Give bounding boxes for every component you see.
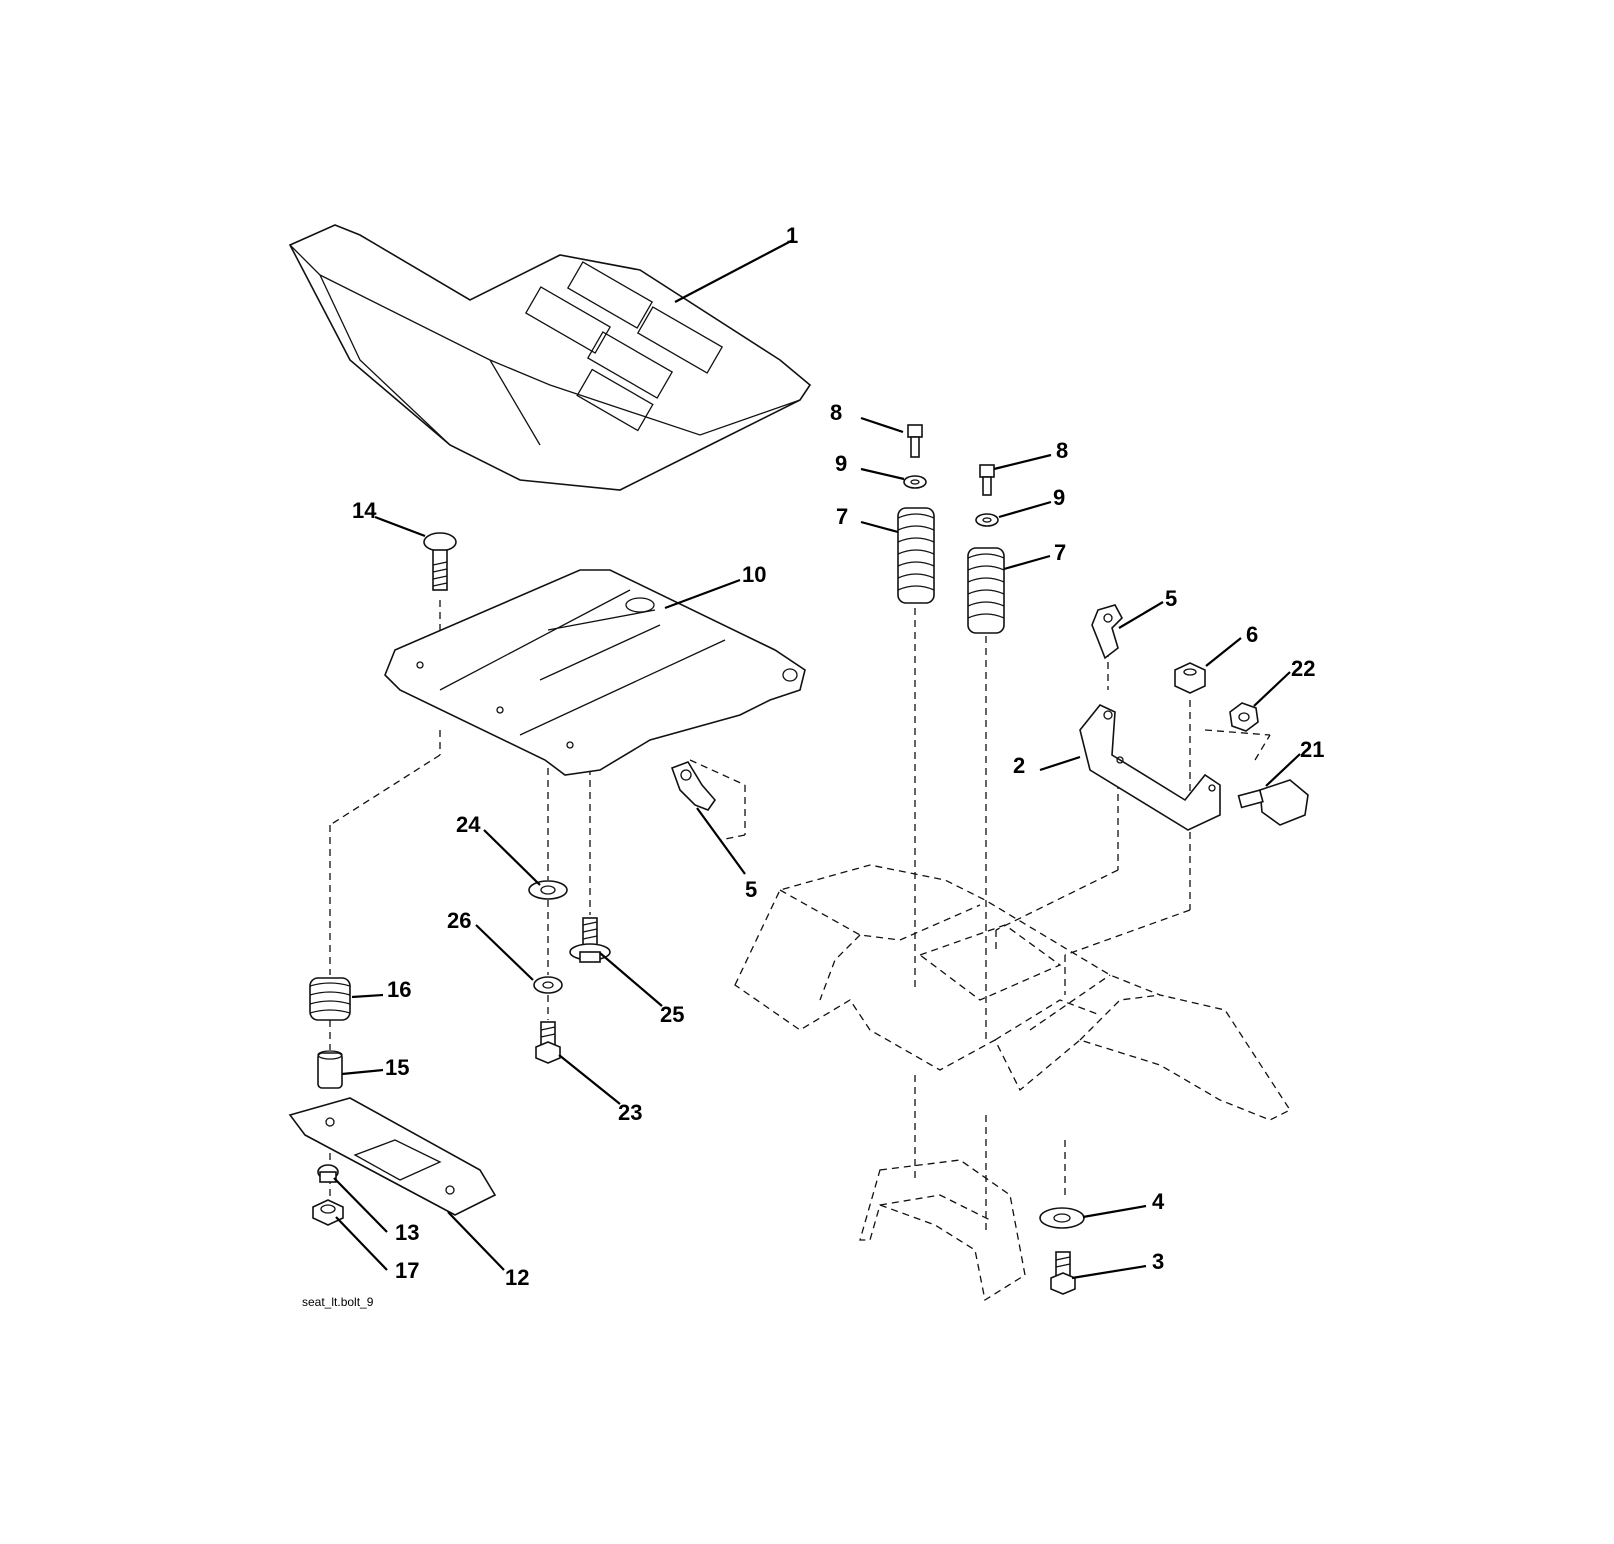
callout-labels: 1 14 10 8 9 7 8 9 7 5 6 22 21 2 5 24 26 … <box>302 223 1324 1309</box>
fender-outline <box>734 864 1291 1121</box>
callout-22: 22 <box>1291 656 1315 681</box>
callout-4: 4 <box>1152 1189 1165 1214</box>
nut-22 <box>1229 702 1259 732</box>
callout-8a: 8 <box>830 400 842 425</box>
callout-15: 15 <box>385 1055 409 1080</box>
callout-5b: 5 <box>745 877 757 902</box>
reference-label: seat_lt.bolt_9 <box>302 1295 374 1309</box>
fender-bracket <box>859 1159 1026 1302</box>
callout-5a: 5 <box>1165 586 1177 611</box>
callout-21: 21 <box>1300 737 1324 762</box>
washer-26 <box>533 976 563 994</box>
leader-lines <box>333 239 1301 1280</box>
assembly-lines <box>329 600 1271 1230</box>
callout-25: 25 <box>660 1002 684 1027</box>
bolt-23 <box>535 1021 561 1064</box>
callout-6: 6 <box>1246 622 1258 647</box>
nut-17 <box>312 1199 344 1226</box>
callout-10: 10 <box>742 562 766 587</box>
callout-16: 16 <box>387 977 411 1002</box>
callout-2: 2 <box>1013 753 1025 778</box>
callout-1: 1 <box>786 223 798 248</box>
callout-8b: 8 <box>1056 438 1068 463</box>
spring-16 <box>309 977 351 1021</box>
washer-4 <box>1039 1207 1085 1229</box>
callout-23: 23 <box>618 1100 642 1125</box>
clip-5-left <box>670 761 717 811</box>
spring-left <box>897 507 935 604</box>
seat-pan <box>384 569 806 776</box>
bolt-8-right <box>979 464 995 496</box>
washer-24 <box>528 880 568 900</box>
nut-13 <box>317 1164 339 1183</box>
washer-9-right <box>975 513 999 527</box>
callout-14: 14 <box>352 498 377 523</box>
callout-9b: 9 <box>1053 485 1065 510</box>
knob-bolt-21 <box>1237 779 1309 826</box>
spacer-15 <box>317 1050 343 1089</box>
plate-12 <box>288 1097 497 1216</box>
bolt-3 <box>1050 1251 1076 1295</box>
callout-9a: 9 <box>835 451 847 476</box>
carriage-bolt <box>423 532 457 591</box>
seat <box>288 224 812 491</box>
callout-3: 3 <box>1152 1249 1164 1274</box>
callout-13: 13 <box>395 1220 419 1245</box>
clip-5-right <box>1091 604 1123 660</box>
bracket-2 <box>1079 704 1221 831</box>
spring-right <box>967 547 1005 634</box>
callout-24: 24 <box>456 812 481 837</box>
callout-12: 12 <box>505 1265 529 1290</box>
callout-7a: 7 <box>836 504 848 529</box>
callout-7b: 7 <box>1054 540 1066 565</box>
nut-6 <box>1174 662 1206 694</box>
washer-9-left <box>903 475 927 489</box>
callout-17: 17 <box>395 1258 419 1283</box>
callout-26: 26 <box>447 908 471 933</box>
bolt-8-left <box>907 424 923 458</box>
bolt-25 <box>569 917 611 963</box>
